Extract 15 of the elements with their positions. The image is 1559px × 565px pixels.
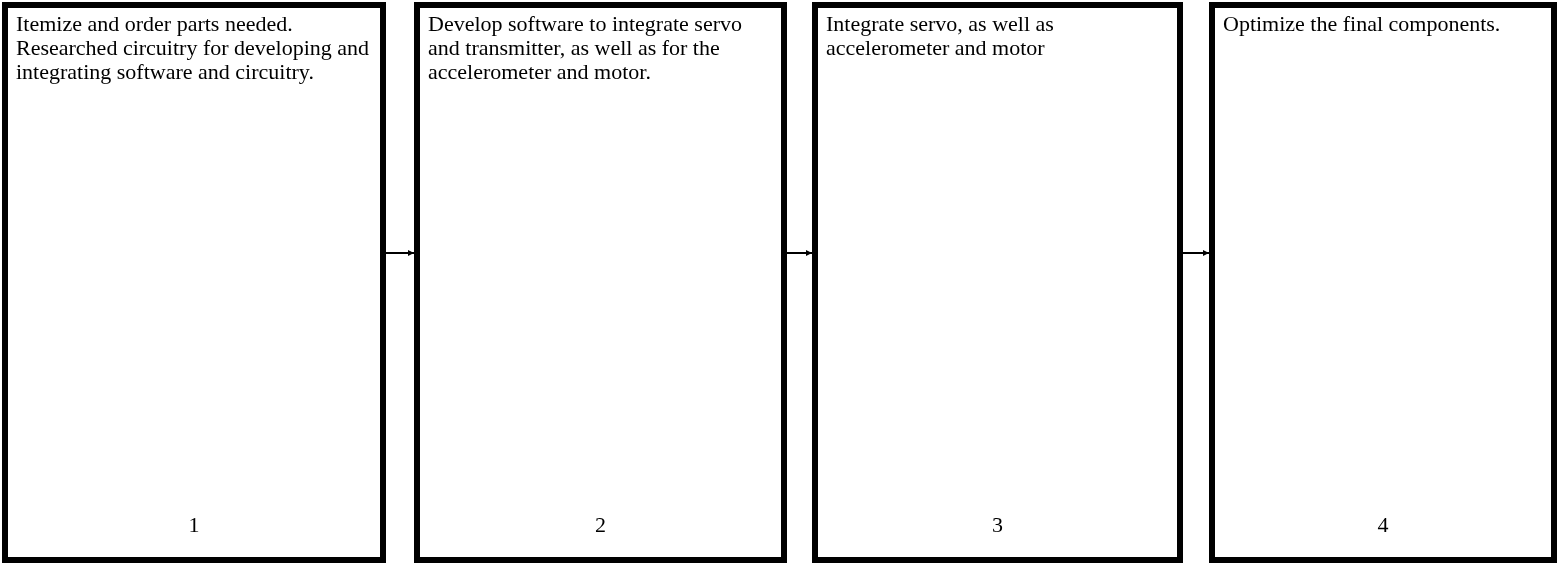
step-box: [812, 2, 1183, 563]
arrow: [1182, 250, 1210, 256]
step-number: 1: [187, 513, 201, 537]
arrow: [786, 250, 813, 256]
step-number: 3: [991, 513, 1004, 537]
step-box: [1209, 2, 1557, 563]
arrow: [385, 250, 415, 256]
step-box: [414, 2, 787, 563]
step-description: Develop software to integrate servo and transmitter, as well as for the accelerometer and motor.: [428, 12, 743, 84]
step-box: [2, 2, 386, 563]
step-description: Itemize and order parts needed. Researched circuitry for developing and integrating software and circuitry.: [16, 12, 371, 84]
step-number: 4: [1376, 513, 1390, 537]
step-description: Integrate servo, as well as accelerometer and motor: [826, 12, 1055, 60]
step-number: 2: [594, 513, 607, 537]
step-description: Optimize the final components.: [1223, 12, 1502, 36]
